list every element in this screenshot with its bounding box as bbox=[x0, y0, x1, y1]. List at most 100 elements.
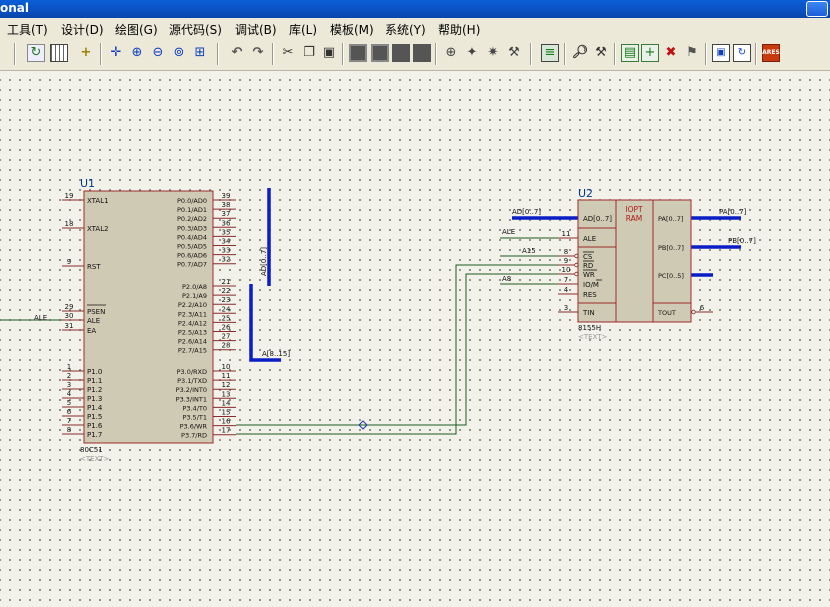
u1-pin-number: 7 bbox=[67, 417, 71, 425]
bom-icon[interactable]: ⚑ bbox=[686, 45, 698, 60]
u2-title-iopt: IOPT bbox=[625, 205, 643, 214]
menu-bar: 工具(T) 设计(D) 绘图(G) 源代码(S) 调试(B) 库(L) 模板(M… bbox=[0, 18, 830, 39]
refresh-icon[interactable]: ↻ bbox=[27, 44, 45, 62]
netlist-icon[interactable]: ↻ bbox=[733, 44, 751, 62]
block-rotate-icon[interactable] bbox=[392, 44, 410, 62]
u2-pin-number: 11 bbox=[562, 230, 571, 238]
net-label-a-u1: A[8..15] bbox=[262, 350, 290, 358]
menu-debug[interactable]: 调试(B) bbox=[235, 23, 277, 37]
u1-body bbox=[83, 190, 214, 444]
menu-system[interactable]: 系统(Y) bbox=[385, 23, 426, 37]
u1-pin-name: P2.5/A13 bbox=[178, 329, 207, 337]
zoom-out-icon[interactable]: ⊖ bbox=[152, 45, 164, 60]
property-assign-icon[interactable]: ⚒ bbox=[595, 45, 607, 60]
u1-pin-number: 17 bbox=[222, 427, 231, 435]
copy-icon[interactable]: ❐ bbox=[303, 45, 315, 60]
undo-icon[interactable]: ↶ bbox=[231, 45, 243, 60]
u1-pin-number: 24 bbox=[222, 305, 231, 313]
u1-pin-number: 1 bbox=[67, 363, 71, 371]
u1-pin-number: 23 bbox=[222, 296, 231, 304]
u1-pin-number: 25 bbox=[222, 314, 231, 322]
u1-pin-name: P2.0/A8 bbox=[182, 283, 207, 291]
cut-icon[interactable]: ✂ bbox=[282, 45, 294, 60]
u1-pin-name: P3.5/T1 bbox=[182, 414, 207, 422]
window-control-button[interactable] bbox=[806, 1, 828, 17]
net-label-pb: PB[0..7] bbox=[728, 237, 756, 245]
menu-design[interactable]: 设计(D) bbox=[61, 23, 104, 37]
u2-component[interactable]: U2IOPTRAM8155H<TEXT>AD[0..7]11ALE8CS9RD1… bbox=[558, 187, 713, 341]
u1-pin-name: P0.3/AD3 bbox=[177, 224, 207, 232]
new-sheet-icon[interactable]: ▤ bbox=[621, 44, 639, 62]
u1-pin-number: 29 bbox=[65, 303, 74, 311]
pan-icon[interactable]: ✛ bbox=[110, 45, 122, 60]
menu-tools[interactable]: 工具(T) bbox=[7, 23, 48, 37]
u2-pin-name: PB[0..7] bbox=[658, 244, 684, 252]
menu-library[interactable]: 库(L) bbox=[289, 23, 318, 37]
block-move-icon[interactable] bbox=[371, 44, 389, 62]
goto-sheet-icon[interactable]: ✖ bbox=[665, 45, 677, 60]
origin-icon[interactable]: + bbox=[80, 45, 92, 60]
search-icon[interactable]: 🔎︎ bbox=[571, 45, 589, 60]
u1-pin-number: 31 bbox=[65, 322, 74, 330]
u1-pin-name: P1.7 bbox=[87, 431, 102, 439]
menu-graph[interactable]: 绘图(G) bbox=[115, 23, 158, 37]
u1-pin-number: 34 bbox=[222, 238, 231, 246]
u2-text-label: <TEXT> bbox=[578, 333, 608, 341]
zoom-area-icon[interactable]: ⊞ bbox=[194, 45, 206, 60]
u2-pin-bubble bbox=[574, 253, 579, 259]
u1-pin-number: 28 bbox=[222, 342, 231, 350]
toolbar-separator bbox=[755, 43, 757, 65]
u1-pin-name: P2.2/A10 bbox=[178, 301, 207, 309]
wire-autorouter-icon[interactable]: ≡ bbox=[541, 44, 559, 62]
toolbar-separator bbox=[217, 43, 219, 65]
decompose-icon[interactable]: ⚒ bbox=[508, 45, 520, 60]
block-copy-icon[interactable] bbox=[349, 44, 367, 62]
u1-pin-name: P1.3 bbox=[87, 395, 102, 403]
erc-icon[interactable]: ▣ bbox=[712, 44, 730, 62]
u2-ref-label: U2 bbox=[578, 187, 593, 200]
u1-pin-name: P0.4/AD4 bbox=[177, 233, 207, 241]
menu-template[interactable]: 模板(M) bbox=[330, 23, 374, 37]
u2-pin-number: 8 bbox=[564, 248, 568, 256]
paste-icon[interactable]: ▣ bbox=[322, 45, 336, 60]
u2-part-label: 8155H bbox=[578, 324, 601, 332]
u2-pin-number: 7 bbox=[564, 276, 568, 284]
zoom-all-icon[interactable]: ⊚ bbox=[173, 45, 185, 60]
ares-icon[interactable]: ARES bbox=[762, 44, 780, 62]
redo-icon[interactable]: ↷ bbox=[252, 45, 264, 60]
toolbar-separator bbox=[435, 43, 437, 65]
u2-pin-name: RD bbox=[583, 262, 593, 270]
make-device-icon[interactable]: ✦ bbox=[466, 45, 478, 60]
u1-pin-name: P0.1/AD1 bbox=[177, 206, 207, 214]
pick-device-icon[interactable]: ⊕ bbox=[445, 45, 457, 60]
u1-pin-number: 4 bbox=[67, 390, 72, 398]
menu-help[interactable]: 帮助(H) bbox=[438, 23, 481, 37]
delete-sheet-icon[interactable]: + bbox=[641, 44, 659, 62]
u1-pin-name: P3.2/INT0 bbox=[176, 386, 207, 394]
u1-pin-name: XTAL2 bbox=[87, 225, 109, 233]
menu-source[interactable]: 源代码(S) bbox=[169, 23, 222, 37]
u2-pin-name: AD[0..7] bbox=[583, 215, 612, 223]
u1-pin-number: 2 bbox=[67, 372, 71, 380]
u2-pin-name: WR bbox=[583, 271, 595, 279]
u1-pin-name: P2.1/A9 bbox=[182, 292, 207, 300]
u2-pin-name: RES bbox=[583, 291, 597, 299]
u1-pin-number: 12 bbox=[222, 381, 231, 389]
block-delete-icon[interactable] bbox=[413, 44, 431, 62]
toolbar-separator bbox=[272, 43, 274, 65]
zoom-in-icon[interactable]: ⊕ bbox=[131, 45, 143, 60]
u1-pin-name: XTAL1 bbox=[87, 197, 109, 205]
u1-pin-number: 16 bbox=[222, 418, 231, 426]
u1-component[interactable]: U180C51<TEXT>19XTAL118XTAL29RST29PSEN30A… bbox=[62, 177, 236, 463]
u1-pin-number: 10 bbox=[222, 363, 231, 371]
packaging-icon[interactable]: ✷ bbox=[487, 45, 499, 60]
u1-pin-name: P1.0 bbox=[87, 368, 102, 376]
schematic-svg[interactable]: U180C51<TEXT>19XTAL118XTAL29RST29PSEN30A… bbox=[0, 71, 830, 603]
u2-pin-number: 4 bbox=[564, 286, 569, 294]
wire-junction-marker bbox=[358, 420, 368, 430]
u2-pin-name: PC[0..5] bbox=[658, 272, 684, 280]
u2-pin-name: ALE bbox=[583, 235, 596, 243]
grid-icon[interactable] bbox=[50, 44, 68, 62]
u1-pin-number: 22 bbox=[222, 287, 231, 295]
